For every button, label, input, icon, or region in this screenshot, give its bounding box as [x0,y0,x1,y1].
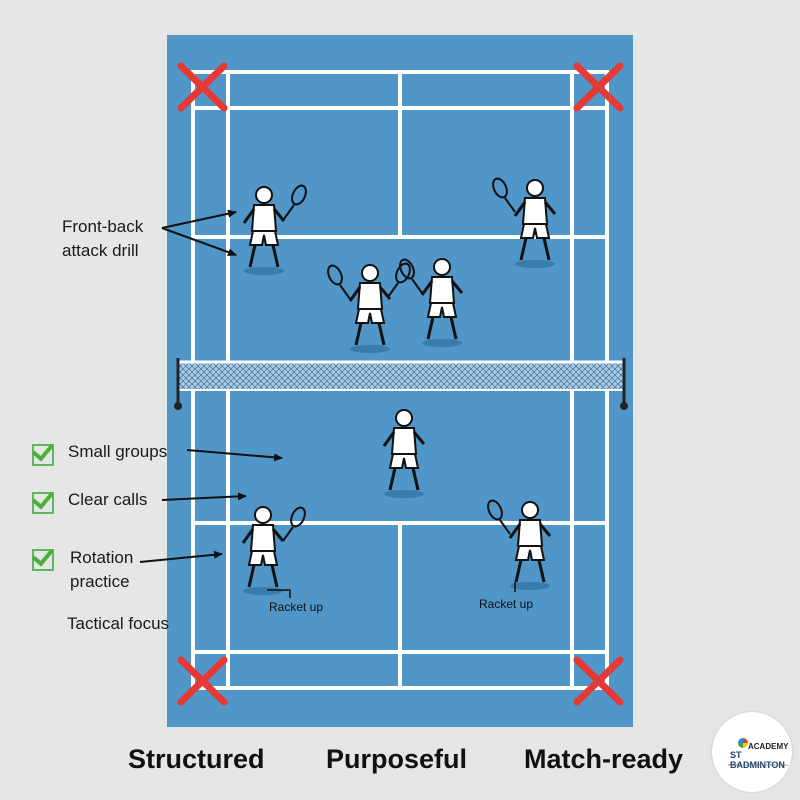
label-racket-up-left: Racket up [269,600,324,614]
arrow-icon [161,492,247,501]
cross-icon [573,656,624,706]
check-icon [32,492,54,514]
check-icon [32,549,54,571]
logo-line-2: ST BADMINTON [730,750,785,770]
arrow-icon [161,209,237,257]
label-front-back-2: attack drill [62,241,139,260]
cross-icon [573,62,624,112]
arrow-icon [186,449,283,462]
cross-icon [177,62,228,112]
arrow-icon [139,550,223,563]
tagline-purposeful: Purposeful [326,744,468,774]
label-rotation-2: practice [70,572,130,591]
label-small-groups: Small groups [68,442,168,461]
net [174,358,628,410]
logo-icon: ACADEMY ST BADMINTON PREMIUM BADMINTON C… [712,712,792,792]
label-racket-up-right: Racket up [479,597,534,611]
cross-icon [177,656,228,706]
tagline-match-ready: Match-ready [524,744,684,774]
logo-mark [738,738,748,748]
tagline-structured: Structured [128,744,265,774]
label-tactical-focus: Tactical focus [67,614,170,633]
label-front-back-1: Front-back [62,217,144,236]
label-rotation-1: Rotation [70,548,134,567]
check-icon [32,444,54,466]
logo-line-3: PREMIUM BADMINTON CLASSES FOR ALL [728,763,789,767]
label-clear-calls: Clear calls [68,490,148,509]
callout-line [267,589,291,598]
logo-line-1: ACADEMY [748,742,789,751]
